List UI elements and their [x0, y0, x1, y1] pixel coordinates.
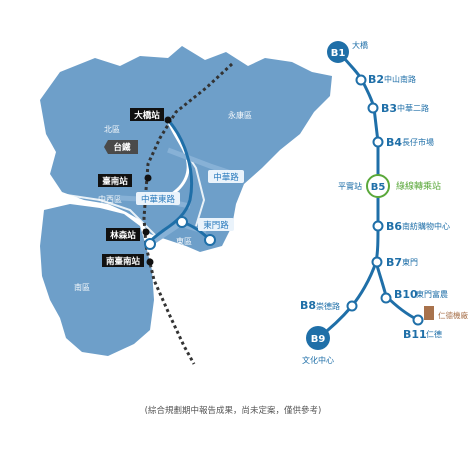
district-east-label: 東區 [176, 236, 192, 246]
road-label-zhonghua-east: 中華東路 [136, 192, 180, 205]
station-b9-code: B9 [311, 334, 326, 345]
station-b6-name: 南紡購物中心 [402, 221, 450, 231]
tainan-station-dot [144, 174, 152, 182]
station-b5-marker [366, 174, 390, 198]
station-b7-name: 東門 [402, 257, 418, 267]
station-b4-code: B4 [386, 136, 402, 149]
district-south-label: 南區 [74, 282, 90, 292]
station-b1-code: B1 [331, 48, 346, 59]
station-b3-code: B3 [381, 102, 397, 115]
station-b1-name: 大橋 [352, 40, 368, 50]
dongmen-label-text: 東門路 [203, 220, 229, 231]
daqiao-label-text: 大橋站 [134, 110, 160, 121]
station-b9-name: 文化中心 [302, 355, 334, 365]
station-b2-marker [355, 74, 367, 86]
tra-callout: 台鐵 [104, 140, 138, 154]
district-boundary [59, 193, 161, 241]
zhonghua-label-text: 中華路 [213, 172, 239, 183]
district-yongkang-label: 永康區 [228, 110, 252, 120]
station-b8-marker [346, 300, 358, 312]
station-label-tainan: 臺南站 [98, 174, 132, 187]
station-b3-name: 中華二路 [397, 103, 429, 113]
schematic-stations: B1 大橋 B2 中山南路 B3 中華二路 B4 長仔市場 B5 平實站 綠線轉… [300, 40, 468, 365]
station-label-south-tainan: 南臺南站 [102, 254, 144, 267]
map-station-b10 [204, 234, 216, 246]
road-label-dongmen: 東門路 [198, 218, 234, 231]
footer-note: (綜合規劃期中報告成果，尚未定案，僅供參考) [145, 405, 322, 416]
station-b9-marker [306, 326, 330, 350]
road-label-zhonghua: 中華路 [208, 170, 244, 183]
station-b10-name: 東門富農 [416, 289, 448, 299]
district-area-south [40, 204, 154, 356]
station-b7-code: B7 [386, 256, 402, 269]
station-b2-name: 中山南路 [384, 74, 416, 84]
station-b11-name: 仁德 [426, 329, 442, 339]
tra-label-text: 台鐵 [113, 142, 131, 153]
linsen-station-dot [142, 228, 150, 236]
station-label-linsen: 林森站 [106, 228, 140, 241]
station-b5-name-right: 綠線轉乘站 [396, 180, 441, 192]
station-b5-code: B5 [371, 182, 386, 193]
south-tainan-label-text: 南臺南站 [106, 256, 141, 267]
city-map [40, 46, 332, 356]
daqiao-station-dot [164, 116, 172, 124]
station-b6-code: B6 [386, 220, 402, 233]
station-b3-marker [367, 102, 379, 114]
station-b5-name-left: 平實站 [338, 181, 362, 191]
map-station-b7 [176, 216, 188, 228]
linsen-label-text: 林森站 [110, 230, 136, 241]
depot-icon [424, 306, 434, 320]
station-b2-code: B2 [368, 73, 384, 86]
taiwan-railway-line [142, 62, 234, 365]
tainan-label-text: 臺南站 [102, 176, 128, 187]
station-b4-name: 長仔市場 [402, 137, 434, 147]
station-b4-marker [372, 136, 384, 148]
station-b8-name: 崇德路 [316, 301, 340, 311]
station-b10-marker [380, 292, 392, 304]
station-b8-code: B8 [300, 299, 316, 312]
south-tainan-station-dot [146, 258, 154, 266]
station-b11-code: B11 [403, 328, 427, 341]
zhonghua-east-label-text: 中華東路 [141, 194, 176, 205]
station-b6-marker [372, 220, 384, 232]
map-station-b8 [144, 238, 156, 250]
station-b11-marker [412, 314, 424, 326]
station-b10-code: B10 [394, 288, 418, 301]
station-b1-marker [327, 41, 349, 63]
depot-label: 仁德機廠 [438, 310, 468, 320]
station-b7-marker [371, 256, 383, 268]
district-north-label: 北區 [104, 125, 120, 134]
station-label-daqiao: 大橋站 [130, 108, 164, 121]
district-westcentral-label: 中西區 [98, 194, 122, 204]
